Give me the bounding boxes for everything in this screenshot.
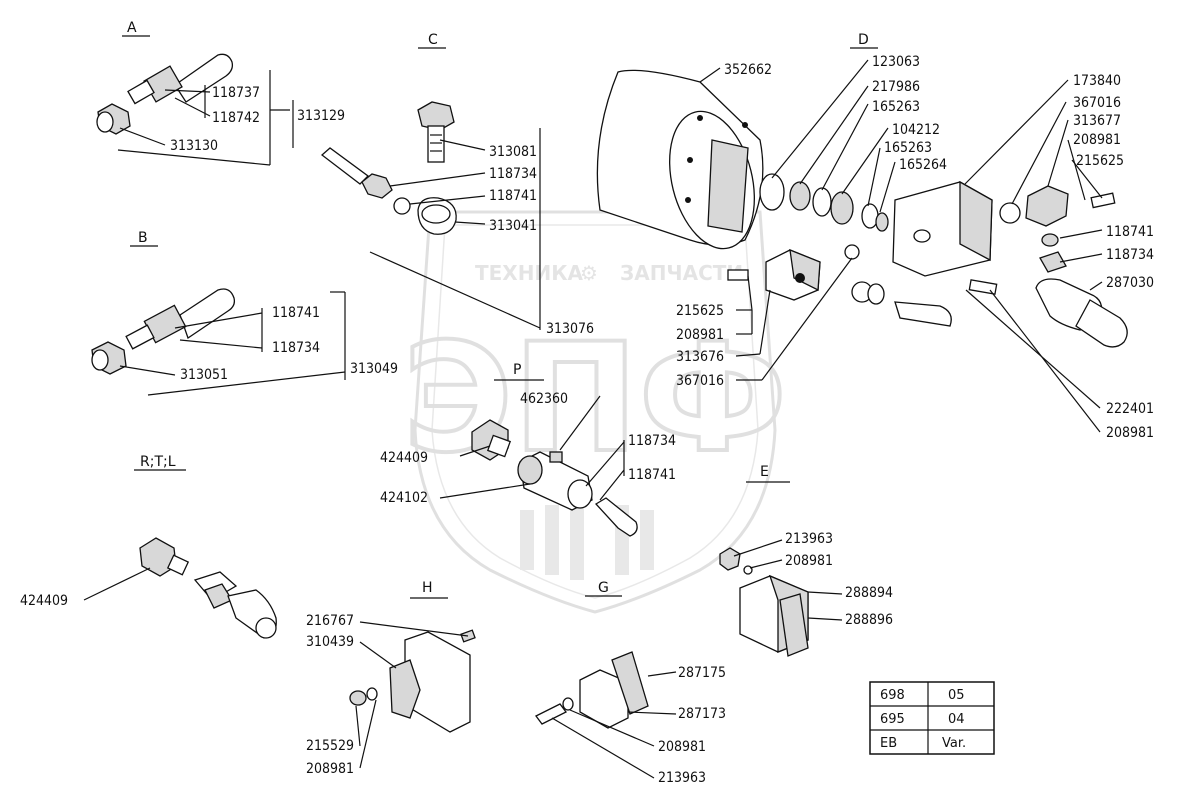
label-313051: 313051 — [180, 367, 228, 383]
label-287173: 287173 — [678, 706, 726, 722]
section-e: E 213963 208981 288894 288896 — [719, 464, 893, 657]
watermark-text-left: ТЕХНИКА — [475, 261, 584, 285]
label-313130: 313130 — [170, 138, 218, 154]
label-215625-a: 215625 — [1076, 153, 1124, 169]
label-313129: 313129 — [297, 108, 345, 124]
table-cell: Var. — [942, 736, 966, 751]
section-a: A 118737 118742 313129 313130 — [96, 20, 345, 166]
label-424409-r: 424409 — [20, 593, 68, 609]
label-215529: 215529 — [306, 738, 354, 754]
section-p: P 462360 424409 424102 118734 118741 — [380, 362, 676, 537]
label-367016-b: 367016 — [676, 373, 724, 389]
gear-icon: ⚙ — [580, 261, 598, 285]
variant-table: 698 05 695 04 EB Var. — [869, 681, 995, 755]
label-310439: 310439 — [306, 634, 354, 650]
label-287030: 287030 — [1106, 275, 1154, 291]
label-123063: 123063 — [872, 54, 920, 70]
label-313041: 313041 — [489, 218, 537, 234]
label-313676: 313676 — [676, 349, 724, 365]
label-118741-b: 118741 — [272, 305, 320, 321]
label-313049: 313049 — [350, 361, 398, 377]
label-462360: 462360 — [520, 391, 568, 407]
label-118737: 118737 — [212, 85, 260, 101]
label-173840: 173840 — [1073, 73, 1121, 89]
label-288894: 288894 — [845, 585, 893, 601]
label-313677: 313677 — [1073, 113, 1121, 129]
table-cell: 695 — [880, 712, 905, 727]
table-cell: 04 — [948, 712, 965, 727]
label-165264: 165264 — [899, 157, 947, 173]
label-118734-b: 118734 — [272, 340, 320, 356]
label-217986: 217986 — [872, 79, 920, 95]
label-287175: 287175 — [678, 665, 726, 681]
section-g: G 287175 287173 208981 213963 — [535, 580, 726, 786]
label-208981-b: 208981 — [676, 327, 724, 343]
table-cell: 698 — [880, 688, 905, 703]
label-424102: 424102 — [380, 490, 428, 506]
section-title-e: E — [760, 464, 769, 480]
label-213963-g: 213963 — [658, 770, 706, 786]
label-313081: 313081 — [489, 144, 537, 160]
label-215625-b: 215625 — [676, 303, 724, 319]
label-367016-a: 367016 — [1073, 95, 1121, 111]
label-165263-a: 165263 — [872, 99, 920, 115]
label-118734-p: 118734 — [628, 433, 676, 449]
table-cell: 05 — [948, 688, 965, 703]
label-352662: 352662 — [724, 62, 772, 78]
label-118734-c: 118734 — [489, 166, 537, 182]
label-165263-b: 165263 — [884, 140, 932, 156]
section-d: D — [596, 32, 1154, 441]
label-313076: 313076 — [546, 321, 594, 337]
watermark-logo: ЭПФ — [403, 312, 787, 486]
label-222401: 222401 — [1106, 401, 1154, 417]
label-208981-h: 208981 — [306, 761, 354, 777]
section-title-b: B — [138, 230, 148, 246]
label-118741-c: 118741 — [489, 188, 537, 204]
watermark-shield — [413, 210, 777, 614]
section-title-p: P — [513, 362, 521, 378]
section-title-rtl: R;T;L — [140, 454, 176, 470]
watermark-wheat — [520, 500, 654, 580]
section-title-d: D — [858, 32, 869, 48]
label-104212: 104212 — [892, 122, 940, 138]
label-118734-d: 118734 — [1106, 247, 1154, 263]
section-h: H 216767 310439 215529 208981 — [306, 580, 476, 777]
section-c: C 313081 118734 118741 313041 313076 — [320, 32, 594, 337]
label-118741-d: 118741 — [1106, 224, 1154, 240]
label-216767: 216767 — [306, 613, 354, 629]
label-208981-g: 208981 — [658, 739, 706, 755]
label-208981-a: 208981 — [1073, 132, 1121, 148]
section-title-c: C — [428, 32, 438, 48]
label-213963-e: 213963 — [785, 531, 833, 547]
section-title-a: A — [127, 20, 137, 36]
label-288896: 288896 — [845, 612, 893, 628]
watermark: ТЕХНИКА ⚙ ЗАПЧАСТИ ЭПФ — [401, 210, 789, 614]
table-cell: EB — [880, 736, 897, 751]
label-118742: 118742 — [212, 110, 260, 126]
section-title-g: G — [598, 580, 609, 596]
label-208981-c: 208981 — [1106, 425, 1154, 441]
section-rtl: R;T;L 424409 — [20, 454, 277, 639]
section-title-h: H — [422, 580, 433, 596]
label-424409-p: 424409 — [380, 450, 428, 466]
watermark-text-right: ЗАПЧАСТИ — [620, 261, 743, 285]
section-b: B 118741 118734 313051 313049 — [91, 230, 398, 396]
label-208981-e: 208981 — [785, 553, 833, 569]
label-118741-p: 118741 — [628, 467, 676, 483]
